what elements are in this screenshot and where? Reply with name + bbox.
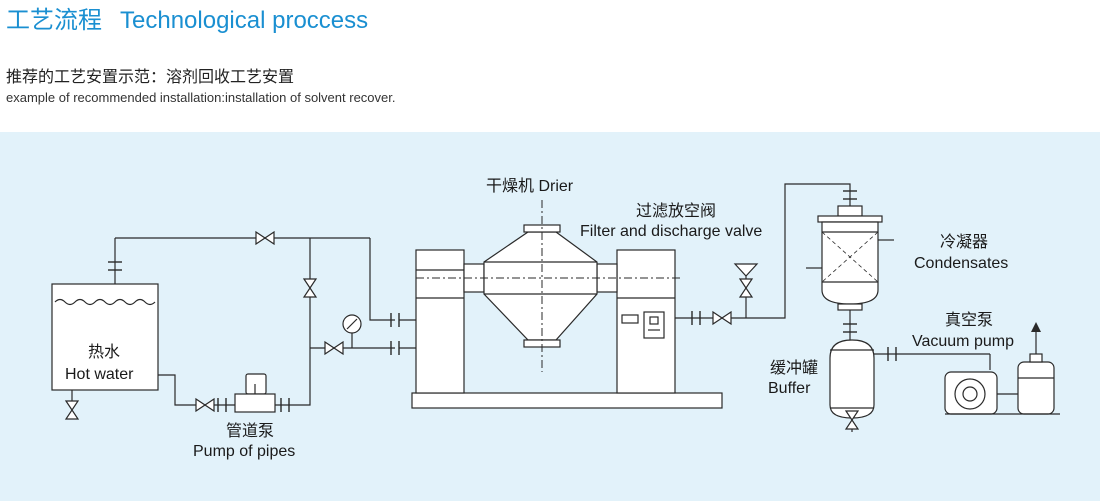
riser-valves (303, 238, 416, 356)
drier (411, 200, 723, 409)
vacuum-label-cn: 真空泵 (945, 311, 993, 329)
pipe-pump (234, 373, 276, 413)
valve-label-en: Filter and discharge valve (580, 223, 762, 240)
condenser (806, 205, 894, 340)
diagram-labels: 热水 Hot water 管道泵 Pump of pipes 干燥机 Drier… (65, 177, 1014, 460)
hot-water-label-en: Hot water (65, 366, 134, 383)
vacuum-label-en: Vacuum pump (912, 333, 1014, 350)
condenser-label-en: Condensates (914, 255, 1008, 272)
pump-label-en: Pump of pipes (193, 443, 295, 460)
title-en: Technological proccess (120, 7, 369, 34)
condenser-label-cn: 冷凝器 (940, 233, 988, 251)
pump-label-cn: 管道泵 (226, 422, 274, 440)
filter-icon (733, 263, 759, 277)
vacuum-pump (944, 322, 1060, 415)
buffer-label-en: Buffer (768, 380, 811, 397)
hot-water-label-cn: 热水 (88, 343, 120, 361)
title-cn: 工艺流程 (6, 7, 102, 34)
buffer-label-cn: 缓冲罐 (770, 359, 818, 377)
buffer-tank (829, 339, 991, 432)
subtitle-cn: 推荐的工艺安置示范：溶剂回收工艺安置 (6, 69, 295, 86)
discharge-line (675, 183, 858, 326)
page-title: 工艺流程 Technological proccess (6, 0, 368, 35)
valve-label-cn: 过滤放空阀 (636, 202, 716, 220)
drier-label: 干燥机 Drier (486, 177, 574, 195)
hot-water-tank (51, 231, 370, 420)
pump-line (158, 250, 311, 413)
subtitle-en: example of recommended installation:inst… (6, 90, 396, 105)
